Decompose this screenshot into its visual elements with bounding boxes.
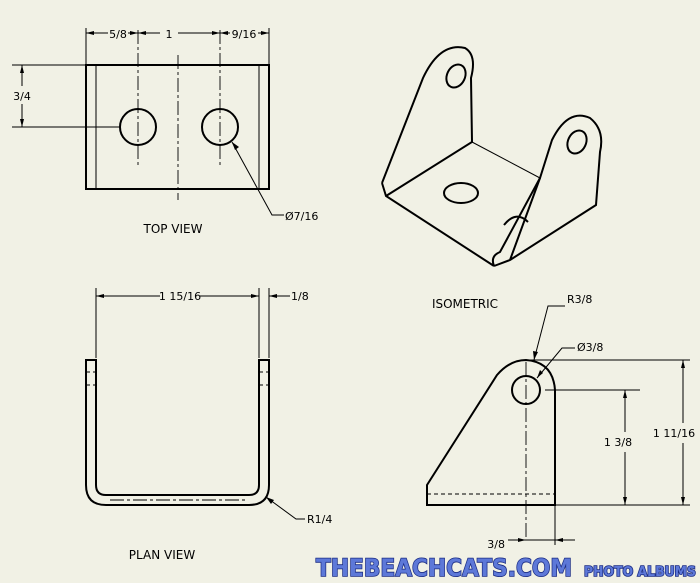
arrowhead	[138, 31, 146, 35]
dim-side-radius: R3/8	[567, 293, 592, 306]
dim-top-center: 1	[166, 28, 173, 41]
arrowhead	[537, 370, 543, 378]
arrowhead	[20, 65, 24, 73]
arrowhead	[20, 119, 24, 127]
arrowhead	[261, 31, 269, 35]
side-view: R3/8 Ø3/8 1 3/8 1 11/16 3/8	[426, 293, 697, 551]
dim-plan-radius: R1/4	[307, 513, 332, 526]
arrowhead	[130, 31, 138, 35]
label-backdrop	[108, 24, 128, 42]
arrowhead	[623, 390, 627, 398]
arrowhead	[96, 294, 104, 298]
iso-right-ear-hole	[566, 129, 588, 155]
arrowhead	[533, 351, 538, 360]
dim-side-hole: Ø3/8	[577, 341, 603, 354]
arrowhead	[86, 31, 94, 35]
arrowhead	[555, 538, 563, 542]
iso-right-fold	[491, 177, 541, 267]
arrowhead	[623, 497, 627, 505]
arrowhead	[681, 497, 685, 505]
label-backdrop	[604, 432, 634, 452]
plan-view-label: PLAN VIEW	[129, 548, 196, 562]
arrowhead	[518, 538, 526, 542]
top-view: 5/8 1 9/16 3/4 Ø7/16 TOP VIEW	[12, 24, 318, 236]
label-backdrop	[655, 423, 697, 443]
dim-side-bottom: 3/8	[487, 538, 505, 551]
iso-left-ear-hole	[445, 63, 467, 89]
iso-base-hole-right	[503, 215, 529, 226]
arrowhead	[212, 31, 220, 35]
label-backdrop	[160, 24, 178, 42]
side-profile	[426, 358, 556, 506]
dim-side-total-height: 1 11/16	[653, 427, 695, 440]
iso-left-ear	[381, 46, 474, 197]
arrowhead	[269, 294, 277, 298]
dim-top-right: 9/16	[232, 28, 257, 41]
dim-hole-diameter: Ø7/16	[285, 210, 318, 223]
arrowhead	[220, 31, 228, 35]
label-backdrop	[230, 24, 258, 42]
watermark-site: THEBEACHCATS.COM	[316, 554, 572, 582]
plan-radius-leader	[265, 496, 305, 520]
label-backdrop	[14, 86, 30, 104]
watermark-section: PHOTO ALBUMS	[584, 565, 696, 580]
dim-plan-thickness: 1/8	[291, 290, 309, 303]
plan-view: 1 15/16 1/8 R1/4 PLAN VIEW	[85, 286, 332, 562]
iso-base-hole-left	[443, 182, 479, 204]
dim-top-left: 5/8	[109, 28, 127, 41]
side-radius-leader	[533, 305, 565, 361]
isometric-view: ISOMETRIC	[381, 46, 603, 311]
iso-base-right-edge	[471, 141, 541, 179]
watermark: THEBEACHCATS.COM PHOTO ALBUMS	[315, 553, 697, 583]
isometric-label: ISOMETRIC	[432, 297, 498, 311]
arrowhead	[251, 294, 259, 298]
iso-right-ear	[493, 114, 603, 267]
top-view-label: TOP VIEW	[142, 222, 202, 236]
side-hole-leader	[536, 347, 575, 379]
label-backdrop	[160, 286, 200, 304]
dim-top-side: 3/4	[13, 90, 31, 103]
dim-side-hole-height: 1 3/8	[604, 436, 632, 449]
dim-plan-width: 1 15/16	[159, 290, 201, 303]
arrowhead	[266, 497, 274, 504]
arrowhead	[681, 360, 685, 368]
hole-leader	[231, 141, 284, 216]
plan-profile	[85, 359, 270, 506]
iso-base-back-edge	[385, 141, 473, 197]
arrowhead	[232, 142, 239, 150]
